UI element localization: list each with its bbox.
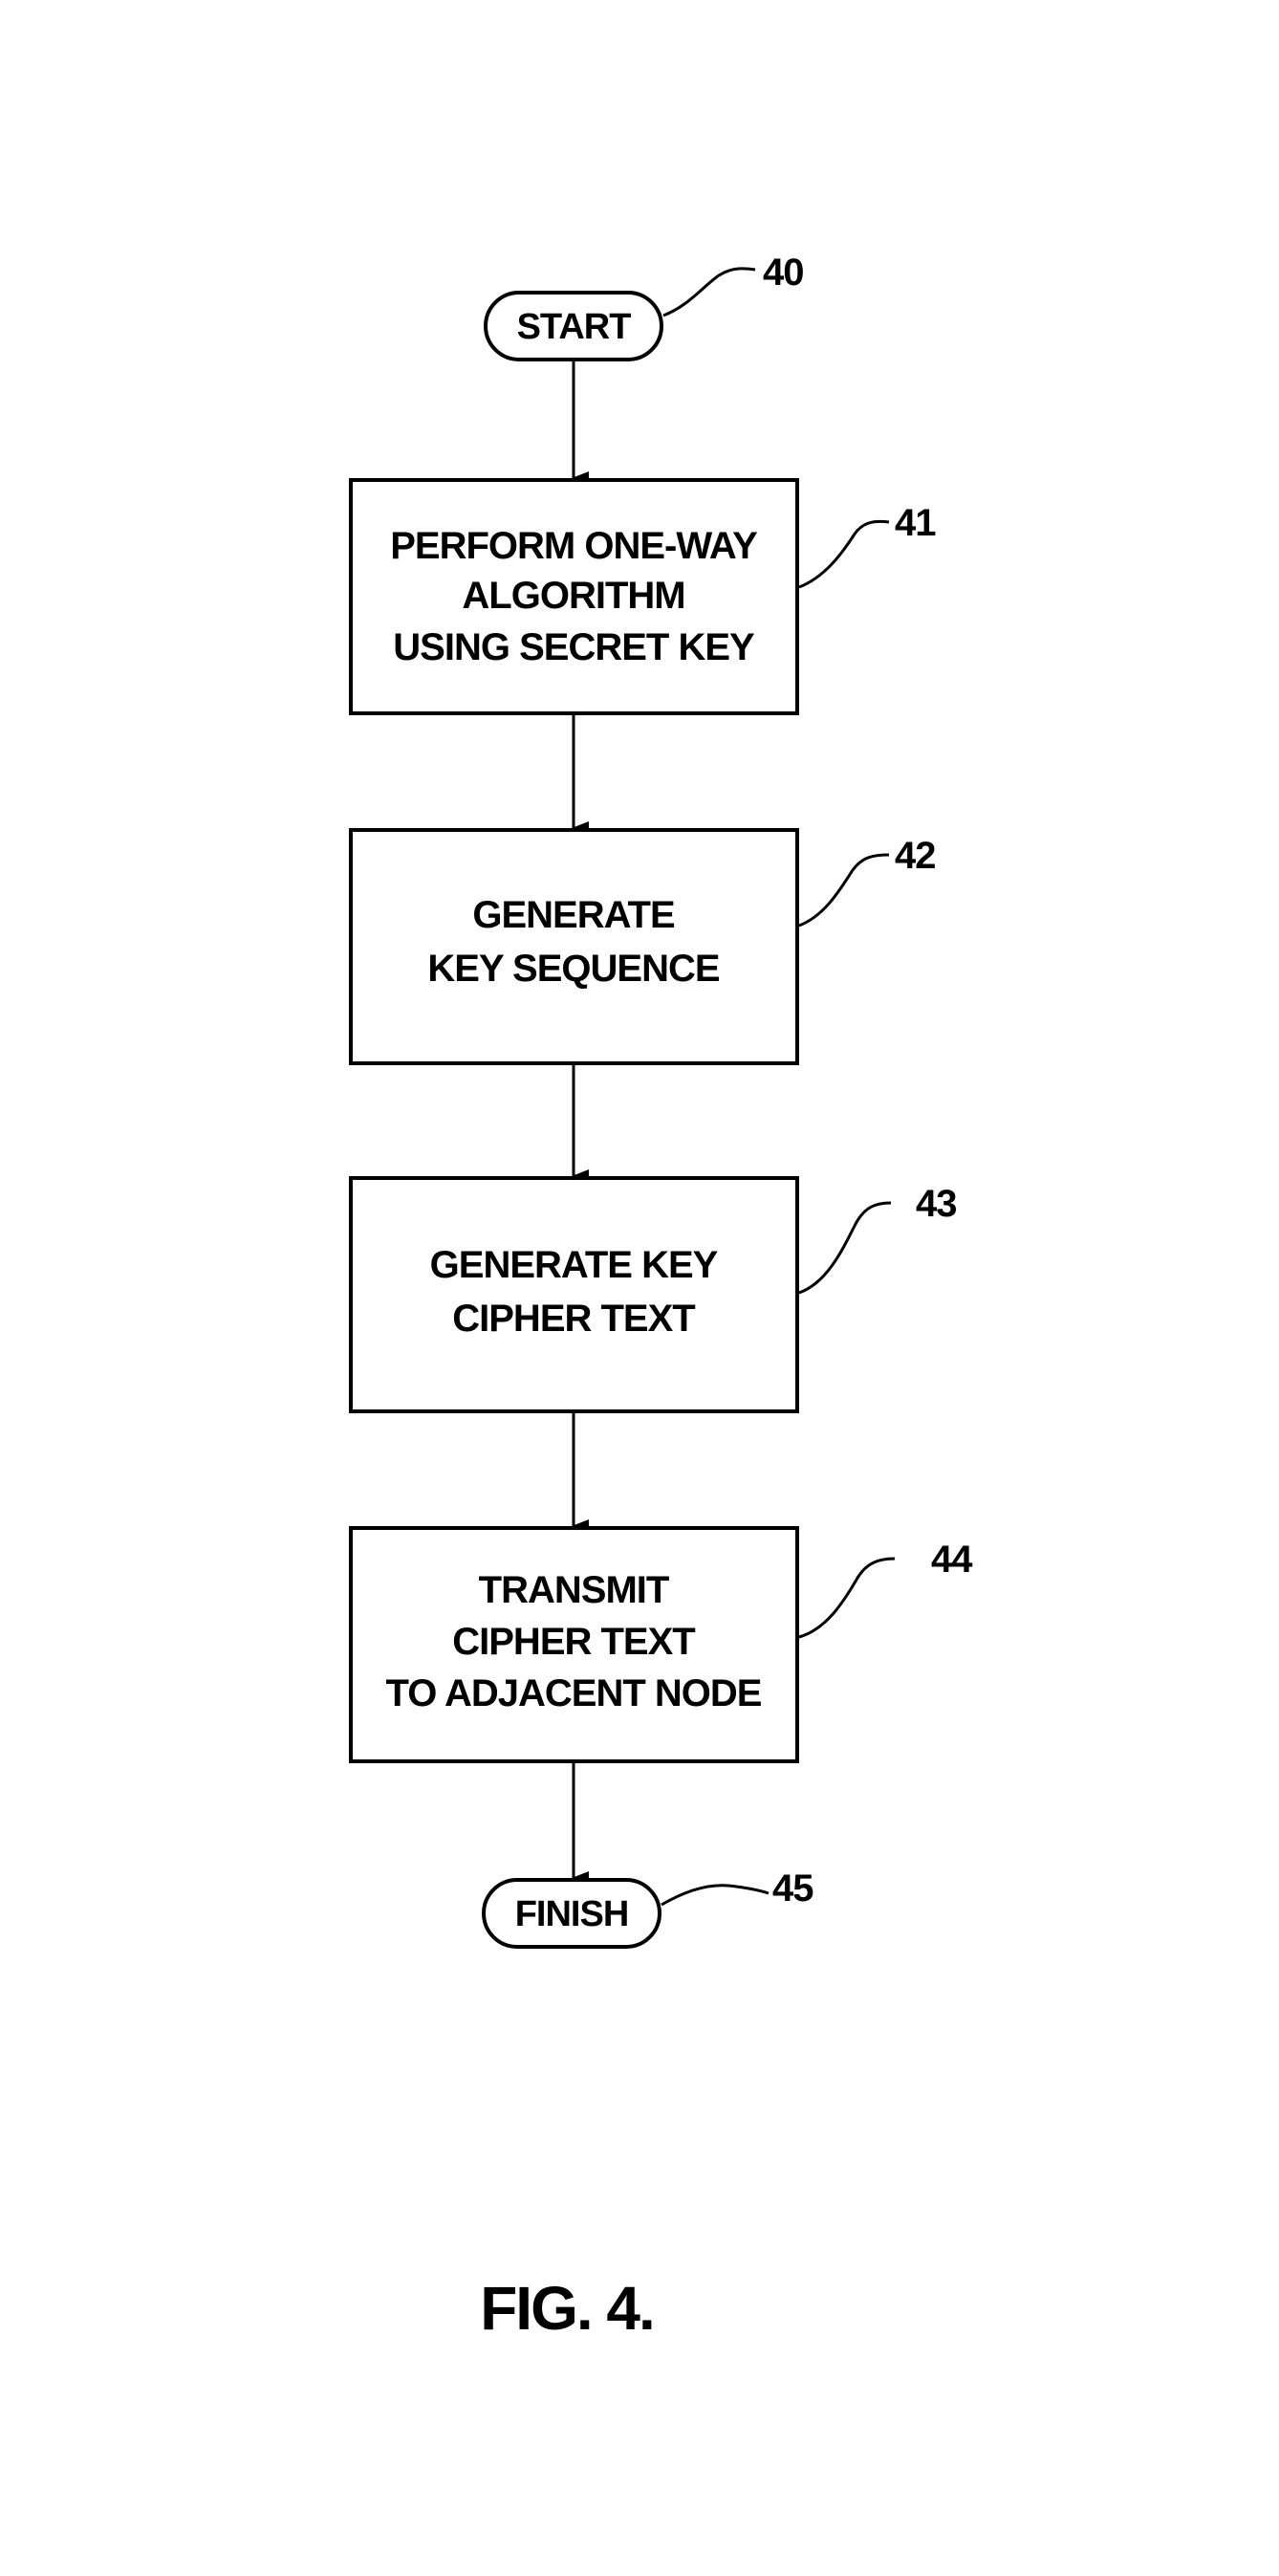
- ref-leader-42: [799, 855, 889, 926]
- finish-terminal: FINISH: [484, 1880, 660, 1947]
- start-terminal: START: [486, 293, 661, 360]
- ref-label-40: 40: [763, 251, 804, 294]
- process-box-transmit-line-1: TRANSMIT: [479, 1569, 669, 1611]
- process-box-transmit-line-2: CIPHER TEXT: [452, 1621, 695, 1663]
- start-terminal-label: START: [517, 307, 632, 347]
- process-box-cipher-text: GENERATE KEY CIPHER TEXT: [351, 1178, 797, 1411]
- process-box-transmit-line-3: TO ADJACENT NODE: [386, 1672, 762, 1714]
- ref-leader-41: [799, 521, 889, 587]
- ref-label-45: 45: [772, 1867, 813, 1910]
- process-box-perform-line-3: USING SECRET KEY: [393, 626, 755, 668]
- figure-caption: FIG. 4.: [480, 2274, 654, 2343]
- process-box-key-sequence: GENERATE KEY SEQUENCE: [351, 830, 797, 1063]
- ref-leader-43: [799, 1203, 891, 1293]
- ref-label-42: 42: [895, 835, 936, 877]
- process-box-perform: PERFORM ONE-WAY ALGORITHM USING SECRET K…: [351, 480, 797, 713]
- process-box-perform-line-1: PERFORM ONE-WAY: [390, 525, 758, 567]
- ref-leader-44: [799, 1559, 895, 1637]
- ref-label-41: 41: [895, 502, 936, 544]
- process-box-perform-line-2: ALGORITHM: [462, 575, 684, 617]
- process-box-cipher-text-line-1: GENERATE KEY: [430, 1244, 719, 1286]
- process-box-key-sequence-line-2: KEY SEQUENCE: [427, 948, 719, 990]
- process-box-key-sequence-line-1: GENERATE: [472, 894, 675, 936]
- ref-label-43: 43: [916, 1183, 957, 1225]
- ref-leader-45: [661, 1886, 769, 1905]
- process-box-key-sequence-shape: [351, 830, 797, 1063]
- ref-label-44: 44: [931, 1539, 973, 1581]
- process-box-cipher-text-shape: [351, 1178, 797, 1411]
- ref-leader-40: [663, 269, 755, 316]
- process-box-transmit: TRANSMIT CIPHER TEXT TO ADJACENT NODE: [351, 1528, 797, 1761]
- finish-terminal-label: FINISH: [515, 1894, 629, 1934]
- process-box-cipher-text-line-2: CIPHER TEXT: [452, 1298, 695, 1340]
